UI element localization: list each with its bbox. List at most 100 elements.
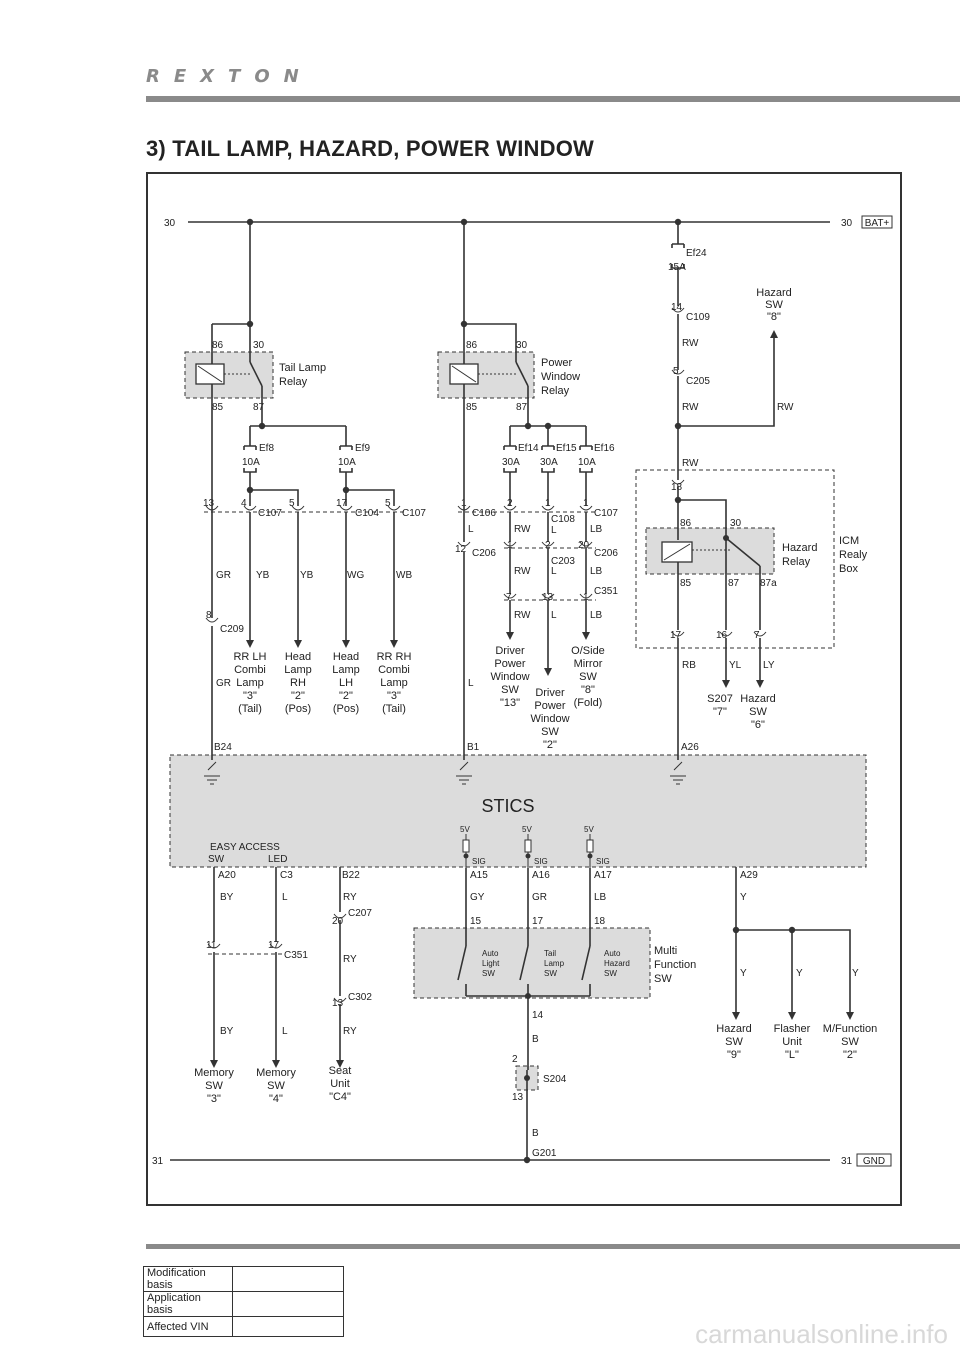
svg-text:A29: A29 — [740, 870, 758, 881]
svg-text:RW: RW — [514, 610, 531, 621]
svg-text:RH: RH — [290, 677, 306, 689]
svg-text:Head: Head — [333, 651, 359, 663]
svg-text:"3": "3" — [387, 690, 401, 702]
svg-text:C209: C209 — [220, 624, 244, 635]
mfsw-box — [413, 927, 651, 999]
svg-text:SW: SW — [841, 1036, 859, 1048]
watermark: carmanualsonline.info — [695, 1319, 948, 1349]
svg-text:"3": "3" — [207, 1093, 221, 1105]
svg-text:13: 13 — [203, 498, 215, 509]
svg-text:85: 85 — [212, 402, 224, 413]
svg-text:"4": "4" — [269, 1093, 283, 1105]
svg-text:L: L — [551, 566, 557, 577]
svg-text:Relay: Relay — [541, 385, 570, 397]
svg-text:Ef15: Ef15 — [556, 443, 577, 454]
svg-text:2: 2 — [545, 540, 551, 551]
svg-text:7: 7 — [506, 592, 512, 603]
svg-text:Auto: Auto — [482, 949, 499, 958]
svg-text:86: 86 — [466, 340, 478, 351]
svg-text:Hazard: Hazard — [716, 1023, 751, 1035]
svg-text:L: L — [282, 892, 288, 903]
auto-light-sw: Auto Light SW — [482, 949, 500, 978]
svg-text:Lamp: Lamp — [284, 664, 312, 676]
tail-lamp-sw: Tail Lamp SW — [544, 949, 565, 978]
svg-text:WB: WB — [396, 570, 412, 581]
svg-text:5: 5 — [289, 498, 295, 509]
svg-text:15: 15 — [470, 916, 482, 927]
load-oside-mirror: O/Side Mirror SW "8" (Fold) — [571, 645, 605, 709]
svg-text:"C4": "C4" — [329, 1091, 351, 1103]
diagram-frame — [146, 172, 902, 1206]
svg-text:15A: 15A — [668, 262, 686, 273]
svg-text:SW: SW — [544, 969, 557, 978]
ground-label: G201 — [532, 1148, 557, 1159]
svg-text:C107: C107 — [594, 508, 618, 519]
svg-text:YB: YB — [256, 570, 270, 581]
svg-text:Lamp: Lamp — [236, 677, 264, 689]
svg-text:BY: BY — [220, 892, 234, 903]
svg-text:M/Function: M/Function — [823, 1023, 877, 1035]
svg-text:Combi: Combi — [234, 664, 266, 676]
load-head-lh: Head Lamp LH "2" (Pos) — [332, 651, 360, 715]
svg-text:"2": "2" — [843, 1049, 857, 1061]
svg-text:YB: YB — [300, 570, 314, 581]
svg-text:RR LH: RR LH — [233, 651, 266, 663]
svg-text:SW: SW — [604, 969, 617, 978]
svg-text:8: 8 — [206, 610, 212, 621]
svg-text:S207: S207 — [707, 693, 733, 705]
svg-text:C205: C205 — [686, 376, 710, 387]
svg-text:SW: SW — [267, 1080, 285, 1092]
modification-table: Modification basis Application basis Aff… — [143, 1266, 344, 1337]
svg-text:B22: B22 — [342, 870, 360, 881]
svg-text:"8": "8" — [581, 684, 595, 696]
svg-text:Power: Power — [494, 658, 526, 670]
svg-text:30A: 30A — [540, 457, 558, 468]
rail-label: 31 — [152, 1156, 164, 1167]
svg-text:Ef14: Ef14 — [518, 443, 539, 454]
svg-text:O/Side: O/Side — [571, 645, 605, 657]
svg-text:RW: RW — [682, 458, 699, 469]
pullup: 5V SIG — [460, 825, 486, 868]
svg-text:30: 30 — [516, 340, 528, 351]
svg-text:10A: 10A — [338, 457, 356, 468]
svg-text:L: L — [468, 524, 474, 535]
svg-text:Function: Function — [654, 959, 696, 971]
svg-text:C351: C351 — [284, 950, 308, 961]
svg-text:"2": "2" — [339, 690, 353, 702]
svg-text:B24: B24 — [214, 742, 232, 753]
svg-text:L: L — [551, 610, 557, 621]
svg-text:"6": "6" — [751, 719, 765, 731]
svg-text:LB: LB — [594, 892, 607, 903]
svg-text:Unit: Unit — [330, 1078, 350, 1090]
svg-text:(Tail): (Tail) — [382, 703, 406, 715]
svg-text:(Pos): (Pos) — [333, 703, 359, 715]
svg-text:30: 30 — [253, 340, 265, 351]
svg-text:1: 1 — [583, 498, 589, 509]
rail-label: 30 — [841, 218, 853, 229]
svg-text:30: 30 — [730, 518, 742, 529]
svg-text:SIG: SIG — [596, 857, 610, 866]
svg-text:RW: RW — [777, 402, 794, 413]
svg-text:Flasher: Flasher — [774, 1023, 811, 1035]
svg-text:SW: SW — [579, 671, 597, 683]
load-s207: S207 "7" — [707, 693, 733, 718]
svg-text:"7": "7" — [713, 706, 727, 718]
stics-box — [169, 754, 867, 868]
svg-text:C109: C109 — [686, 312, 710, 323]
svg-text:C107: C107 — [258, 508, 282, 519]
svg-text:LB: LB — [590, 610, 603, 621]
mod-key: Affected VIN — [143, 1316, 233, 1337]
svg-text:Y: Y — [740, 968, 747, 979]
svg-text:87: 87 — [728, 578, 740, 589]
svg-text:Head: Head — [285, 651, 311, 663]
svg-text:SW: SW — [501, 684, 519, 696]
pullup: 5V SIG — [584, 825, 610, 868]
hazard-relay-label: Hazard — [782, 542, 817, 554]
bat-tag: BAT+ — [865, 218, 890, 229]
svg-text:Memory: Memory — [256, 1067, 296, 1079]
svg-text:SW: SW — [541, 726, 559, 738]
svg-text:5: 5 — [385, 498, 391, 509]
svg-text:(Tail): (Tail) — [238, 703, 262, 715]
svg-text:5V: 5V — [584, 825, 594, 834]
